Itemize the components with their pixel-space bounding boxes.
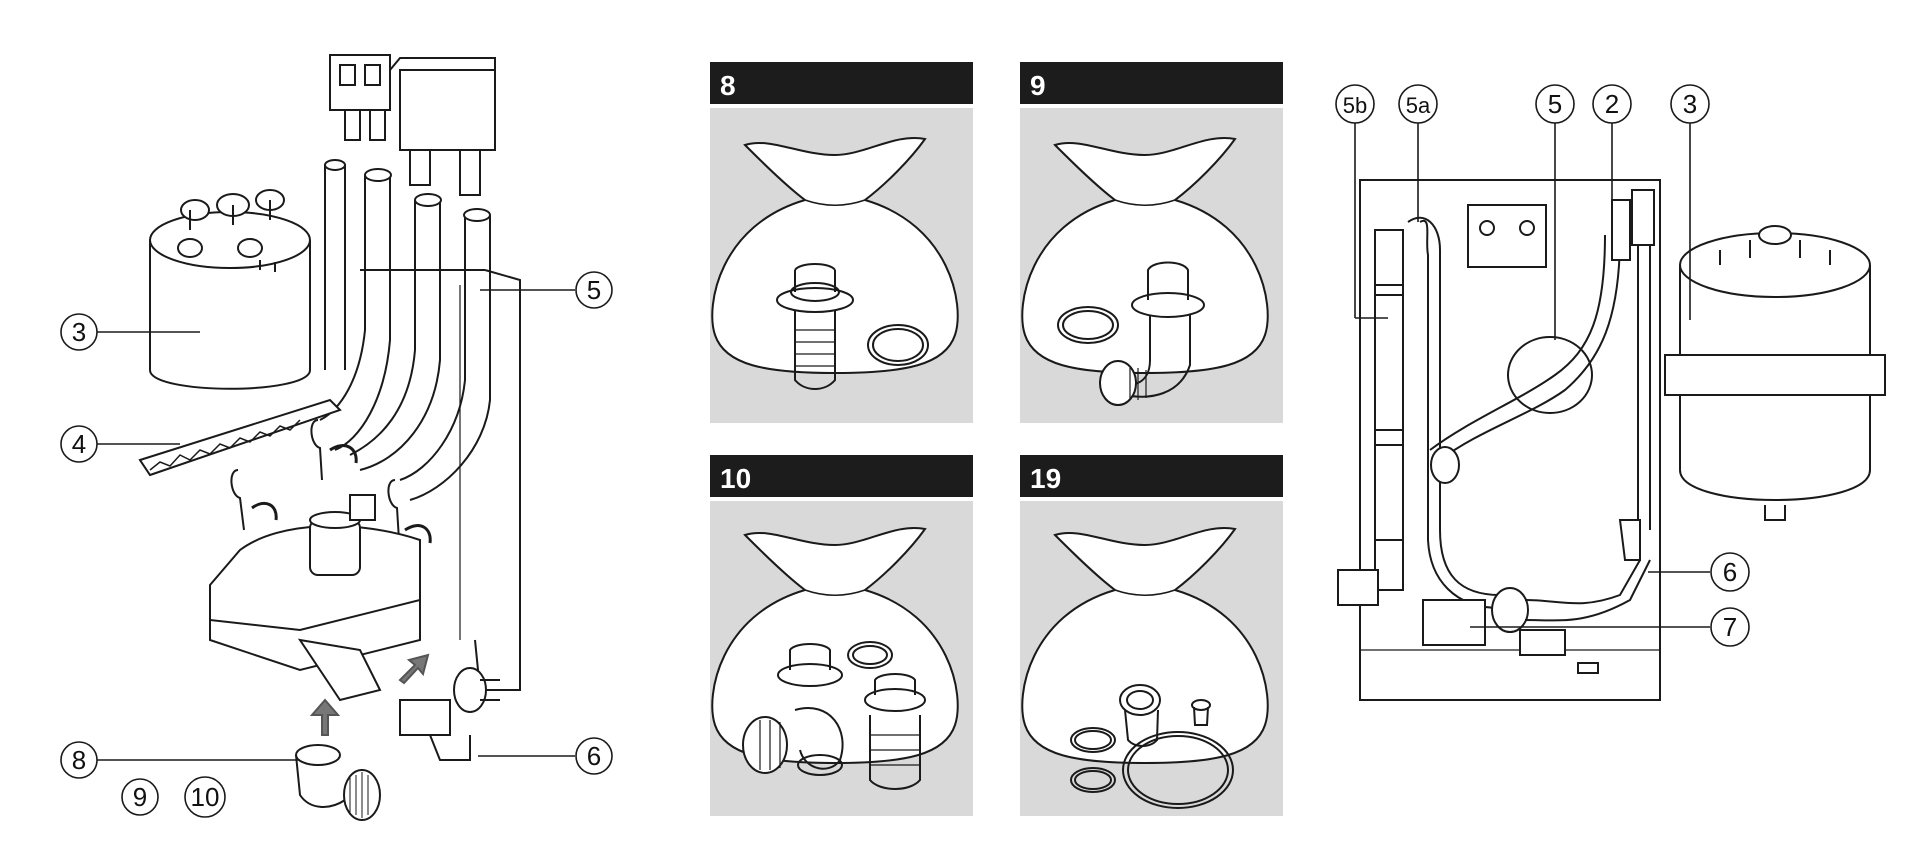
label-5-left: 5 <box>587 275 601 305</box>
kit-panel-8-title: 8 <box>720 70 736 101</box>
kit-panel-19-title: 19 <box>1030 463 1061 494</box>
kit-panel-19: 19 <box>1020 455 1283 816</box>
label-8-left: 8 <box>72 745 86 775</box>
terminal-block <box>329 54 496 196</box>
left-callouts <box>60 271 613 818</box>
base-tray <box>209 494 421 702</box>
left-callout-labels: 3 4 5 6 8 9 10 <box>72 275 601 812</box>
cabinet-frame <box>1359 179 1661 701</box>
steam-cylinder-right <box>1664 225 1886 521</box>
drain-pump <box>1422 559 1651 656</box>
callout-3-left <box>60 313 98 351</box>
saw-blade <box>138 398 342 477</box>
kit-panel-8: 8 <box>710 62 973 423</box>
kit-panel-9-title: 9 <box>1030 70 1046 101</box>
label-5b-right: 5b <box>1343 93 1367 118</box>
label-6-left: 6 <box>587 741 601 771</box>
arrow-icon <box>398 653 430 685</box>
kit-panel-9: 9 <box>1020 62 1283 423</box>
label-10-left: 10 <box>191 782 220 812</box>
callout-5a-right <box>1398 84 1438 124</box>
label-9-left: 9 <box>133 782 147 812</box>
label-5-right: 5 <box>1548 89 1562 119</box>
callout-8-left <box>60 741 98 779</box>
steam-cylinder <box>149 189 311 390</box>
label-3-right: 3 <box>1683 89 1697 119</box>
right-callouts <box>1335 84 1750 647</box>
steam-hoses <box>319 159 491 501</box>
label-5a-right: 5a <box>1406 93 1431 118</box>
label-3-left: 3 <box>72 317 86 347</box>
callout-5-right <box>1535 84 1575 124</box>
callout-6-right <box>1710 552 1750 592</box>
label-4-left: 4 <box>72 429 86 459</box>
label-2-right: 2 <box>1605 89 1619 119</box>
label-7-right: 7 <box>1723 612 1737 642</box>
callout-6-left <box>575 737 613 775</box>
inlet-valve <box>399 667 500 761</box>
callout-9-left <box>121 778 159 816</box>
label-6-right: 6 <box>1723 557 1737 587</box>
callout-5-left <box>575 271 613 309</box>
right-callout-labels: 5b 5a 5 2 3 6 7 <box>1343 89 1737 642</box>
level-column <box>1337 229 1404 606</box>
callout-4-left <box>60 425 98 463</box>
callout-10-left <box>184 776 226 818</box>
arrow-up-icon <box>309 698 341 736</box>
drain-elbow <box>295 744 381 821</box>
kit-panel-10-title: 10 <box>720 463 751 494</box>
callout-2-right <box>1592 84 1632 124</box>
callout-7-right <box>1710 607 1750 647</box>
left-assembly <box>138 54 521 821</box>
kit-panel-10: 10 <box>710 455 973 816</box>
screwdriver-icons <box>230 419 432 544</box>
right-assembly <box>1337 179 1886 701</box>
callout-3-right <box>1670 84 1710 124</box>
callout-5b-right <box>1335 84 1375 124</box>
